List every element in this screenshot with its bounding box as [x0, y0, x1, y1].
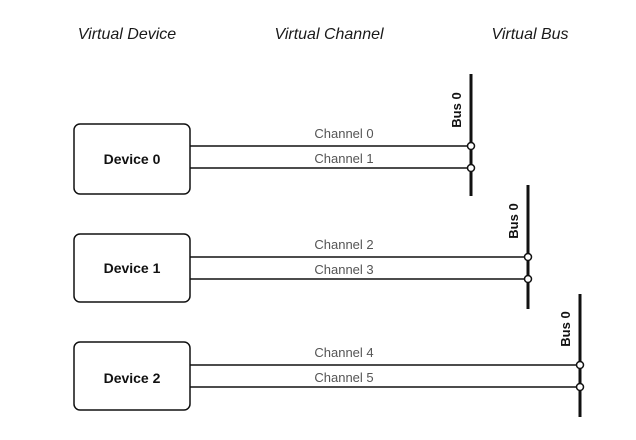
bus-connection-node [575, 360, 585, 370]
bus-label: Bus 0 [449, 92, 464, 127]
channel-label: Channel 2 [314, 237, 373, 252]
channel-label: Channel 0 [314, 126, 373, 141]
bus-connection-node [466, 163, 476, 173]
channel-label: Channel 3 [314, 262, 373, 277]
bus-label: Bus 0 [558, 311, 573, 346]
header-virtual-channel: Virtual Channel [274, 26, 384, 43]
bus-connection-node [575, 382, 585, 392]
bus-connection-node [523, 274, 533, 284]
device-group-0: Device 0 Channel 0 Channel 1 Bus 0 [73, 74, 476, 196]
channel-label: Channel 5 [314, 370, 373, 385]
channel-label: Channel 4 [314, 345, 373, 360]
header-virtual-bus: Virtual Bus [491, 26, 568, 43]
bus-label: Bus 0 [506, 203, 521, 238]
device-box [73, 341, 191, 411]
channel-label: Channel 1 [314, 151, 373, 166]
device-label: Device 0 [104, 151, 161, 167]
header-virtual-device: Virtual Device [78, 26, 177, 43]
device-group-1: Device 1 Channel 2 Channel 3 Bus 0 [73, 185, 533, 309]
device-box [73, 233, 191, 303]
device-box [73, 123, 191, 195]
device-group-2: Device 2 Channel 4 Channel 5 Bus 0 [73, 294, 585, 417]
device-label: Device 1 [104, 260, 161, 276]
bus-connection-node [523, 252, 533, 262]
device-label: Device 2 [104, 370, 161, 386]
bus-connection-node [466, 141, 476, 151]
